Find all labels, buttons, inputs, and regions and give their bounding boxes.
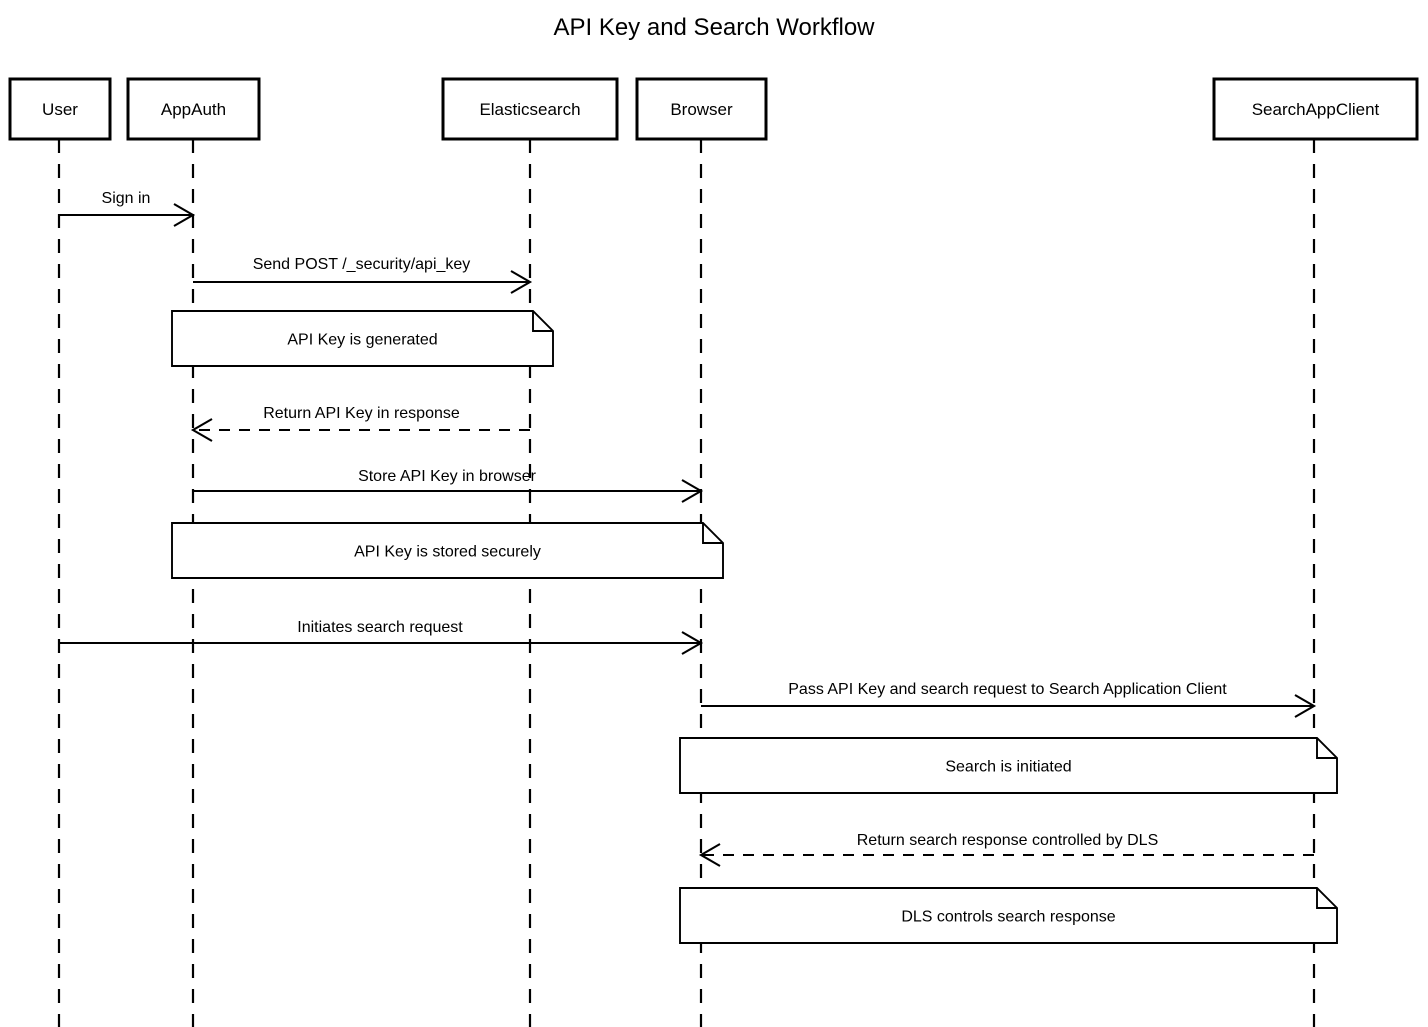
messages-layer: Sign in Send POST /_security/api_keyRetur… [59,190,1317,867]
message-label-3: Return API Key in response [263,405,460,422]
participant-box-searchapp[interactable] [1212,77,1419,141]
participant-label-browser: Browser [670,100,733,119]
note-shape-1[interactable] [171,310,554,367]
participant-elastic[interactable]: Elasticsearch [441,77,619,141]
message-arrowhead-6 [1294,694,1317,718]
participant-box-appauth[interactable] [126,77,261,141]
note-fold-corner-1 [532,311,553,332]
message-label-6: Pass API Key and search request to Searc… [788,681,1227,698]
note-shape-2[interactable] [171,522,724,579]
participants-layer: User AppAuth Elasticsearch Browser SearchApp… [8,77,1419,141]
diagram-title: API Key and Search Workflow [553,14,875,41]
message-7[interactable]: Return search response controlled by DLS [698,832,1314,867]
note-label-4: DLS controls search response [901,909,1115,926]
participant-label-elastic: Elasticsearch [479,100,580,119]
participant-box-browser[interactable] [635,77,768,141]
participant-label-user: User [42,100,78,119]
message-arrowhead-2 [510,270,533,294]
note-label-1: API Key is generated [287,332,437,349]
message-arrowhead-4 [681,479,704,503]
participant-box-user[interactable] [8,77,112,141]
participant-label-appauth: AppAuth [161,100,226,119]
message-arrowhead-7 [698,843,721,867]
note-fold-corner-2 [702,523,723,544]
participant-label-searchapp: SearchAppClient [1252,100,1380,119]
message-6[interactable]: Pass API Key and search request to Searc… [701,681,1317,718]
participant-browser[interactable]: Browser [635,77,768,141]
message-3[interactable]: Return API Key in response [190,405,530,442]
participant-box-elastic[interactable] [441,77,619,141]
note-shape-3[interactable] [679,737,1338,794]
message-1[interactable]: Sign in [59,190,196,227]
message-4[interactable]: Store API Key in browser [193,468,704,503]
participant-user[interactable]: User [8,77,112,141]
note-fold-corner-3 [1316,738,1337,759]
message-label-7: Return search response controlled by DLS [857,832,1159,849]
participant-searchapp[interactable]: SearchAppClient [1212,77,1419,141]
note-shape-4[interactable] [679,887,1338,944]
message-arrowhead-1 [173,203,196,227]
note-fold-corner-4 [1316,888,1337,909]
message-5[interactable]: Initiates search request [59,619,704,655]
message-label-1: Sign in [102,190,151,207]
message-arrowhead-5 [681,631,704,655]
note-1[interactable]: API Key is generated [171,310,554,367]
note-2[interactable]: API Key is stored securely [171,522,724,579]
participant-appauth[interactable]: AppAuth [126,77,261,141]
note-label-2: API Key is stored securely [354,544,541,561]
note-4[interactable]: DLS controls search response [679,887,1338,944]
message-label-4: Store API Key in browser [358,468,537,485]
message-arrowhead-3 [190,418,213,442]
message-label-2: Send POST /_security/api_key [253,256,471,273]
note-3[interactable]: Search is initiated [679,737,1338,794]
message-2[interactable]: Send POST /_security/api_key [193,256,533,294]
note-label-3: Search is initiated [945,759,1071,776]
message-label-5: Initiates search request [297,619,463,636]
